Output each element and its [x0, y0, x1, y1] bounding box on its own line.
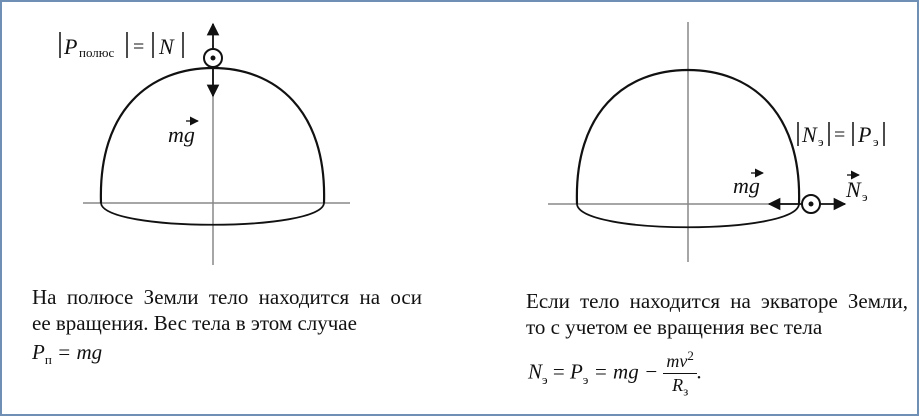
left-equator-ellipse	[100, 202, 325, 226]
left-formula-p: P	[32, 340, 45, 364]
right-frac-num-text: mv	[666, 351, 688, 371]
right-formula-p-sub: э	[582, 371, 589, 387]
right-equator-ellipse	[576, 203, 800, 229]
right-caption-line-2: то с учетом ее вращения вес тела	[526, 315, 823, 339]
right-n-label: N	[845, 177, 862, 202]
right-n-subscript: э	[862, 189, 868, 204]
left-caption: На полюсе Земли тело находится на оси ее…	[32, 284, 422, 336]
left-caption-line-2: ее вращения. Вес тела в этом случае	[32, 311, 357, 335]
right-frac-num-sup: 2	[687, 348, 694, 363]
left-abs-n-label: N	[158, 34, 175, 59]
right-abs-n-label: N	[801, 122, 818, 147]
left-abs-p-subscript: полюс	[79, 45, 114, 60]
right-formula-n: N	[528, 359, 543, 384]
right-dome-outline	[575, 68, 801, 205]
right-equals-sign: =	[834, 124, 845, 146]
right-hemisphere: N э = P э mg N э	[548, 22, 885, 262]
left-caption-line-1: На полюсе Земли тело находится на оси	[32, 285, 422, 309]
left-equals-sign: =	[133, 36, 144, 58]
right-frac-numerator: mv2	[663, 348, 697, 374]
right-frac-den-text: R	[672, 375, 684, 395]
right-formula-fraction: mv2 Rз	[663, 348, 697, 400]
right-body-dot	[808, 201, 814, 207]
left-formula: Pп = mg	[32, 340, 102, 368]
left-body-dot	[210, 55, 216, 61]
left-abs-p-label: P	[63, 34, 77, 59]
right-abs-n-subscript: э	[818, 134, 824, 149]
right-formula-eq: =	[552, 359, 565, 384]
right-abs-p-label: P	[857, 122, 871, 147]
right-mg-label: mg	[733, 173, 760, 198]
right-formula-n-sub: э	[542, 371, 548, 387]
left-hemisphere: P полюс = N mg	[59, 22, 350, 265]
right-caption-line-1: Если тело находится на экваторе Земли,	[526, 289, 908, 313]
left-formula-rhs: = mg	[57, 340, 103, 364]
right-formula-p: P	[569, 359, 583, 384]
right-caption: Если тело находится на экваторе Земли, т…	[526, 288, 908, 340]
right-frac-denominator: Rз	[663, 374, 697, 400]
right-formula-mid: = mg −	[593, 359, 659, 384]
right-formula-end: .	[696, 359, 703, 384]
right-formula: Nэ = Pэ = mg − mv2 Rз .	[528, 348, 702, 400]
right-abs-p-subscript: э	[873, 134, 879, 149]
right-frac-den-sub: з	[683, 383, 689, 399]
left-mg-label: mg	[168, 122, 195, 147]
left-formula-p-sub: п	[44, 352, 52, 368]
